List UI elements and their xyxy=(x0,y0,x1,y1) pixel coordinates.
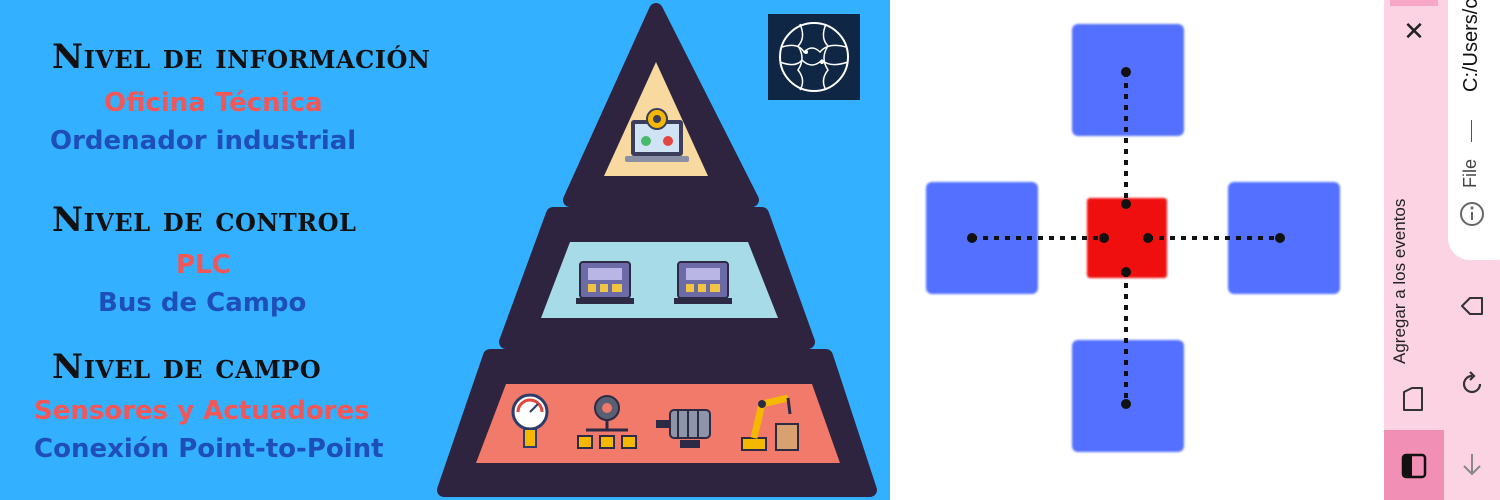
tab-icon[interactable] xyxy=(1398,384,1428,414)
add-to-events-label[interactable]: Agregar a los eventos xyxy=(1390,198,1409,364)
pressure-gauge-icon xyxy=(511,393,549,448)
level-title-field: Nivel de campo xyxy=(52,347,322,387)
address-bar[interactable] xyxy=(1448,0,1500,260)
events-side-panel: ✕ Agregar a los eventos xyxy=(1384,0,1444,500)
laptop-settings-icon xyxy=(625,108,689,162)
file-scheme-label: File xyxy=(1460,158,1480,188)
link-endpoint xyxy=(967,233,977,243)
home-icon[interactable] xyxy=(1458,292,1486,320)
link-endpoint xyxy=(1275,233,1285,243)
browser-toolbar: C:/Users/c File xyxy=(1444,0,1500,500)
topology-links xyxy=(967,67,1285,409)
star-topology-diagram xyxy=(890,0,1384,500)
level-line-technical-office: Oficina Técnica xyxy=(104,88,323,118)
motor-icon xyxy=(656,409,711,448)
gear-network-icon xyxy=(577,395,637,449)
link-endpoint xyxy=(1121,267,1131,277)
back-arrow-icon[interactable] xyxy=(1458,450,1486,478)
link-endpoint xyxy=(1121,67,1131,77)
level-line-fieldbus: Bus de Campo xyxy=(98,288,307,318)
address-separator xyxy=(1471,120,1472,142)
info-icon[interactable] xyxy=(1458,200,1486,228)
level-line-point-to-point: Conexión Point-to-Point xyxy=(34,434,384,464)
close-icon[interactable]: ✕ xyxy=(1403,17,1425,47)
sidebar-toggle-button[interactable] xyxy=(1384,430,1444,500)
plc-icon xyxy=(674,261,732,304)
link-endpoint xyxy=(1099,233,1109,243)
panel-top-strip xyxy=(1390,0,1438,6)
link-endpoint xyxy=(1121,199,1131,209)
pyramid-graphic xyxy=(437,3,877,497)
sidebar-icon xyxy=(1401,453,1427,479)
link-endpoint xyxy=(1143,233,1153,243)
level-line-sensors-actuators: Sensores y Actuadores xyxy=(34,396,370,426)
link-endpoint xyxy=(1121,399,1131,409)
pyramid-middle-fill xyxy=(541,242,778,318)
level-line-plc: PLC xyxy=(176,250,231,280)
refresh-icon[interactable] xyxy=(1458,370,1486,398)
plc-icon xyxy=(576,261,634,304)
address-url[interactable]: C:/Users/c xyxy=(1460,0,1482,92)
network-levels-infographic: Nivel de información Oficina Técnica Ord… xyxy=(0,0,890,500)
level-title-control: Nivel de control xyxy=(52,200,357,240)
level-line-industrial-computer: Ordenador industrial xyxy=(50,126,357,156)
puzzle-globe-icon xyxy=(768,14,860,100)
level-title-information: Nivel de información xyxy=(52,37,431,77)
robot-arm-icon xyxy=(741,394,799,451)
